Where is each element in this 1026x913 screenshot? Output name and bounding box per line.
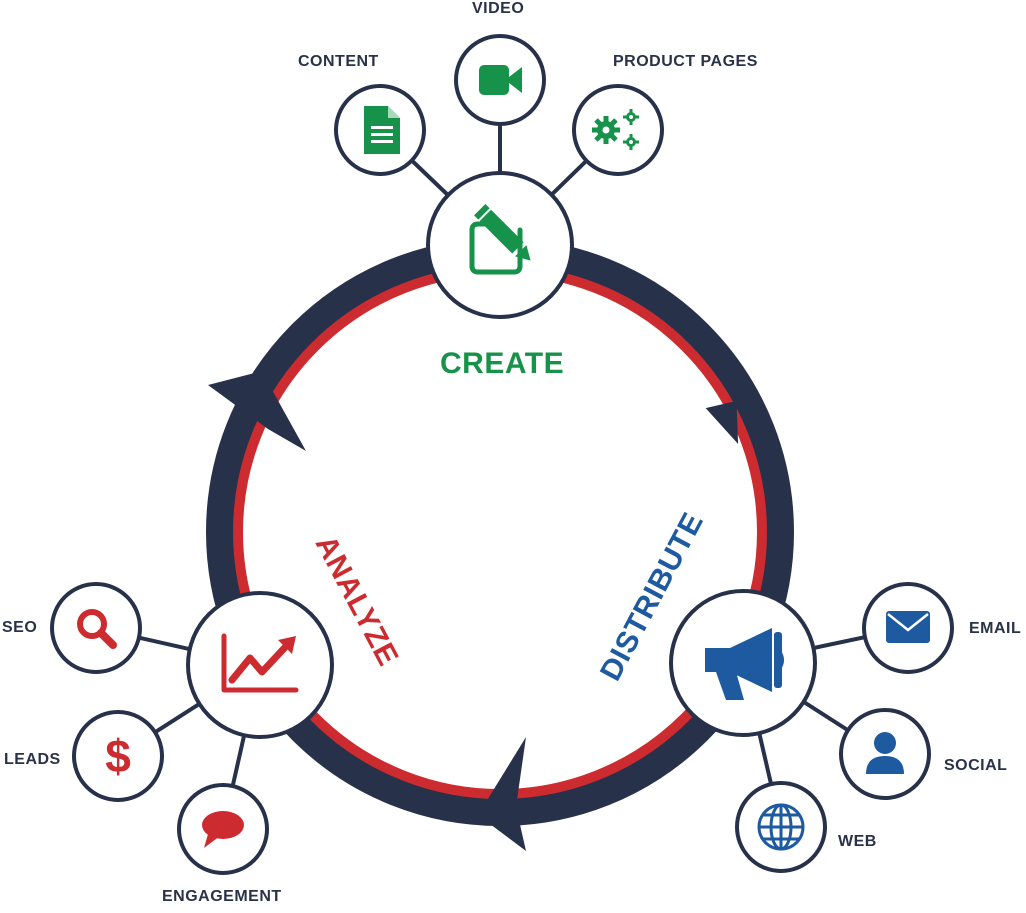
label-leads: LEADS — [4, 751, 61, 768]
circle-seo — [50, 582, 142, 674]
arrow-analyze-to-create — [208, 367, 306, 451]
cycle-arrows — [208, 367, 759, 851]
label-email: EMAIL — [969, 620, 1022, 637]
label-engagement: ENGAGEMENT — [162, 888, 282, 905]
label-product-pages: PRODUCT PAGES — [613, 53, 758, 70]
hub-circles — [186, 171, 817, 739]
dollar-icon: $ — [105, 730, 131, 782]
label-seo: SEO — [2, 619, 38, 636]
edit-pencil-icon — [469, 204, 531, 275]
circle-leads — [72, 710, 164, 802]
document-icon — [364, 106, 400, 154]
arrow-distribute-to-analyze — [478, 737, 526, 851]
megaphone-icon — [705, 628, 784, 700]
envelope-icon — [886, 611, 930, 643]
label-web: WEB — [838, 833, 877, 850]
trend-chart-icon — [221, 633, 299, 693]
gears-icon — [592, 109, 639, 150]
label-content: CONTENT — [298, 53, 379, 70]
globe-icon — [757, 803, 805, 851]
magnifier-icon — [77, 609, 117, 649]
hub-create — [426, 171, 574, 319]
video-camera-icon — [479, 65, 522, 95]
label-social: SOCIAL — [944, 757, 1008, 774]
arrow-create-to-distribute — [705, 370, 759, 444]
speech-bubble-icon — [202, 811, 244, 848]
svg-text:$: $ — [105, 730, 131, 782]
phase-label-create: CREATE — [440, 347, 565, 380]
user-icon — [866, 732, 904, 774]
label-video: VIDEO — [472, 0, 525, 17]
